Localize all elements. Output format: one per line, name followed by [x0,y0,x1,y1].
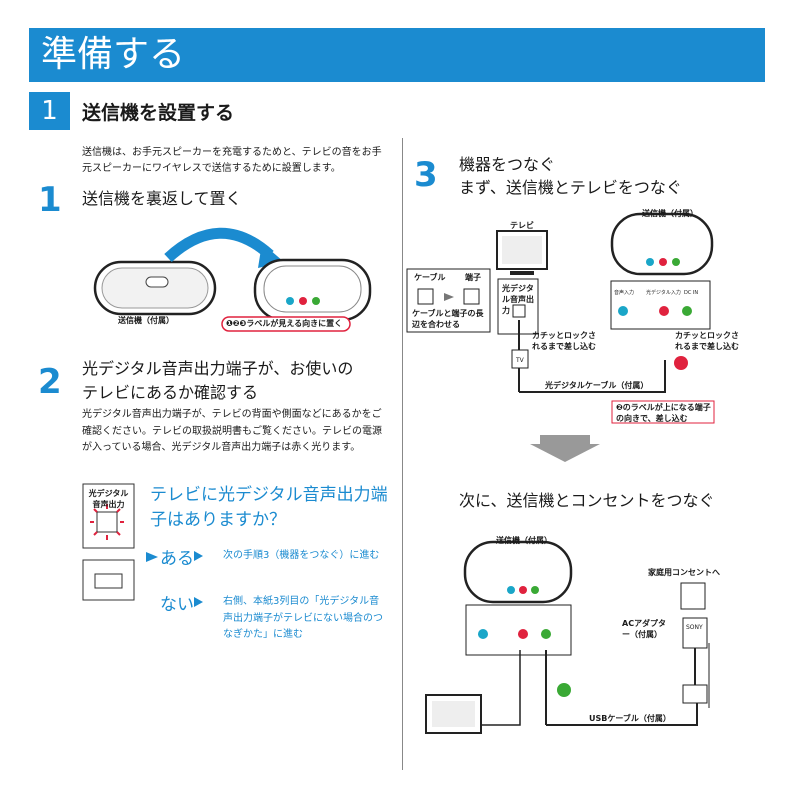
tv-label: テレビ [510,221,534,230]
outlet-label: 家庭用コンセントへ [648,568,720,577]
subtitle-outlet: 次に、送信機とコンセントをつなぐ [459,491,715,510]
optical-cable-label: 光デジタルケーブル（付属） [545,381,649,390]
section-title: 送信機を設置する [82,102,235,124]
port-label-audio: 音声入力 [614,290,635,296]
answer-yes-text: 次の手順3（機器をつなぐ）に進む [223,550,380,561]
orientation-badge: ❶❷❸ラベルが見える向きに置く [226,319,343,328]
arrow-flip [164,227,274,263]
port-label-dcin: DC IN [684,290,699,296]
step2-title-line2: テレビにあるか確認する [82,383,259,402]
answer-no-label: ない [160,595,194,615]
port-label-optical: 光デジタル入力 [646,290,681,296]
step2-title-line1: 光デジタル音声出力端子が、お使いの [82,359,354,378]
optical-icon-label: 光デジタル音声出力 [88,489,129,509]
step3-title-line1: 機器をつなぐ [459,155,556,174]
answer-no-text: 右側、本紙3列目の「光デジタル音声出力端子がテレビにない場合のつなぎかた」に進む [223,596,383,640]
section-number: 1 [29,92,70,130]
tv-tag: TV [516,357,524,364]
step2-number: 2 [38,362,62,402]
adapter-label: ACアダプター（付属） [622,619,667,639]
sony-logo: SONY [686,624,703,631]
step1-title: 送信機を裏返して置く [82,189,242,208]
answer-yes-label: ある [160,549,194,569]
terminal-label: 端子 [465,273,481,282]
page-banner: 準備する [29,28,765,82]
optical-out-label: 光デジタル音声出力 [502,284,534,315]
usb-cable-label: USBケーブル（付属） [589,714,671,723]
label-orientation-note: ❷のラベルが上になる端子の向きで、差し込む [616,403,711,423]
click-lock-left: カチッとロックされるまで差し込む [532,331,596,351]
intro-text: 送信機は、お手元スピーカーを充電するためと、テレビの音をお手元スピーカーにワイヤ… [82,147,382,174]
transmitter-back-illustration [253,258,372,322]
column-divider [402,138,403,770]
step3-number: 3 [414,155,438,195]
transmitter-label: 送信機（付属） [642,209,698,218]
step3-title-line2: まず、送信機とテレビをつなぐ [459,178,682,197]
align-note: ケーブルと端子の長辺を合わせる [412,309,484,329]
question-text: テレビに光デジタル音声出力端子はありますか？ [150,485,388,530]
step2-body: 光デジタル音声出力端子が、テレビの背面や側面などにあるかをご確認ください。テレビ… [82,409,382,453]
transmitter-label-2: 送信機（付属） [496,536,552,545]
step1-number: 1 [38,180,62,220]
cable-label: ケーブル [414,273,446,282]
transmitter-caption: 送信機（付属） [118,316,174,325]
click-lock-right: カチッとロックされるまで差し込む [675,331,739,351]
transmitter-front-illustration [93,260,217,316]
banner-title: 準備する [41,34,186,75]
